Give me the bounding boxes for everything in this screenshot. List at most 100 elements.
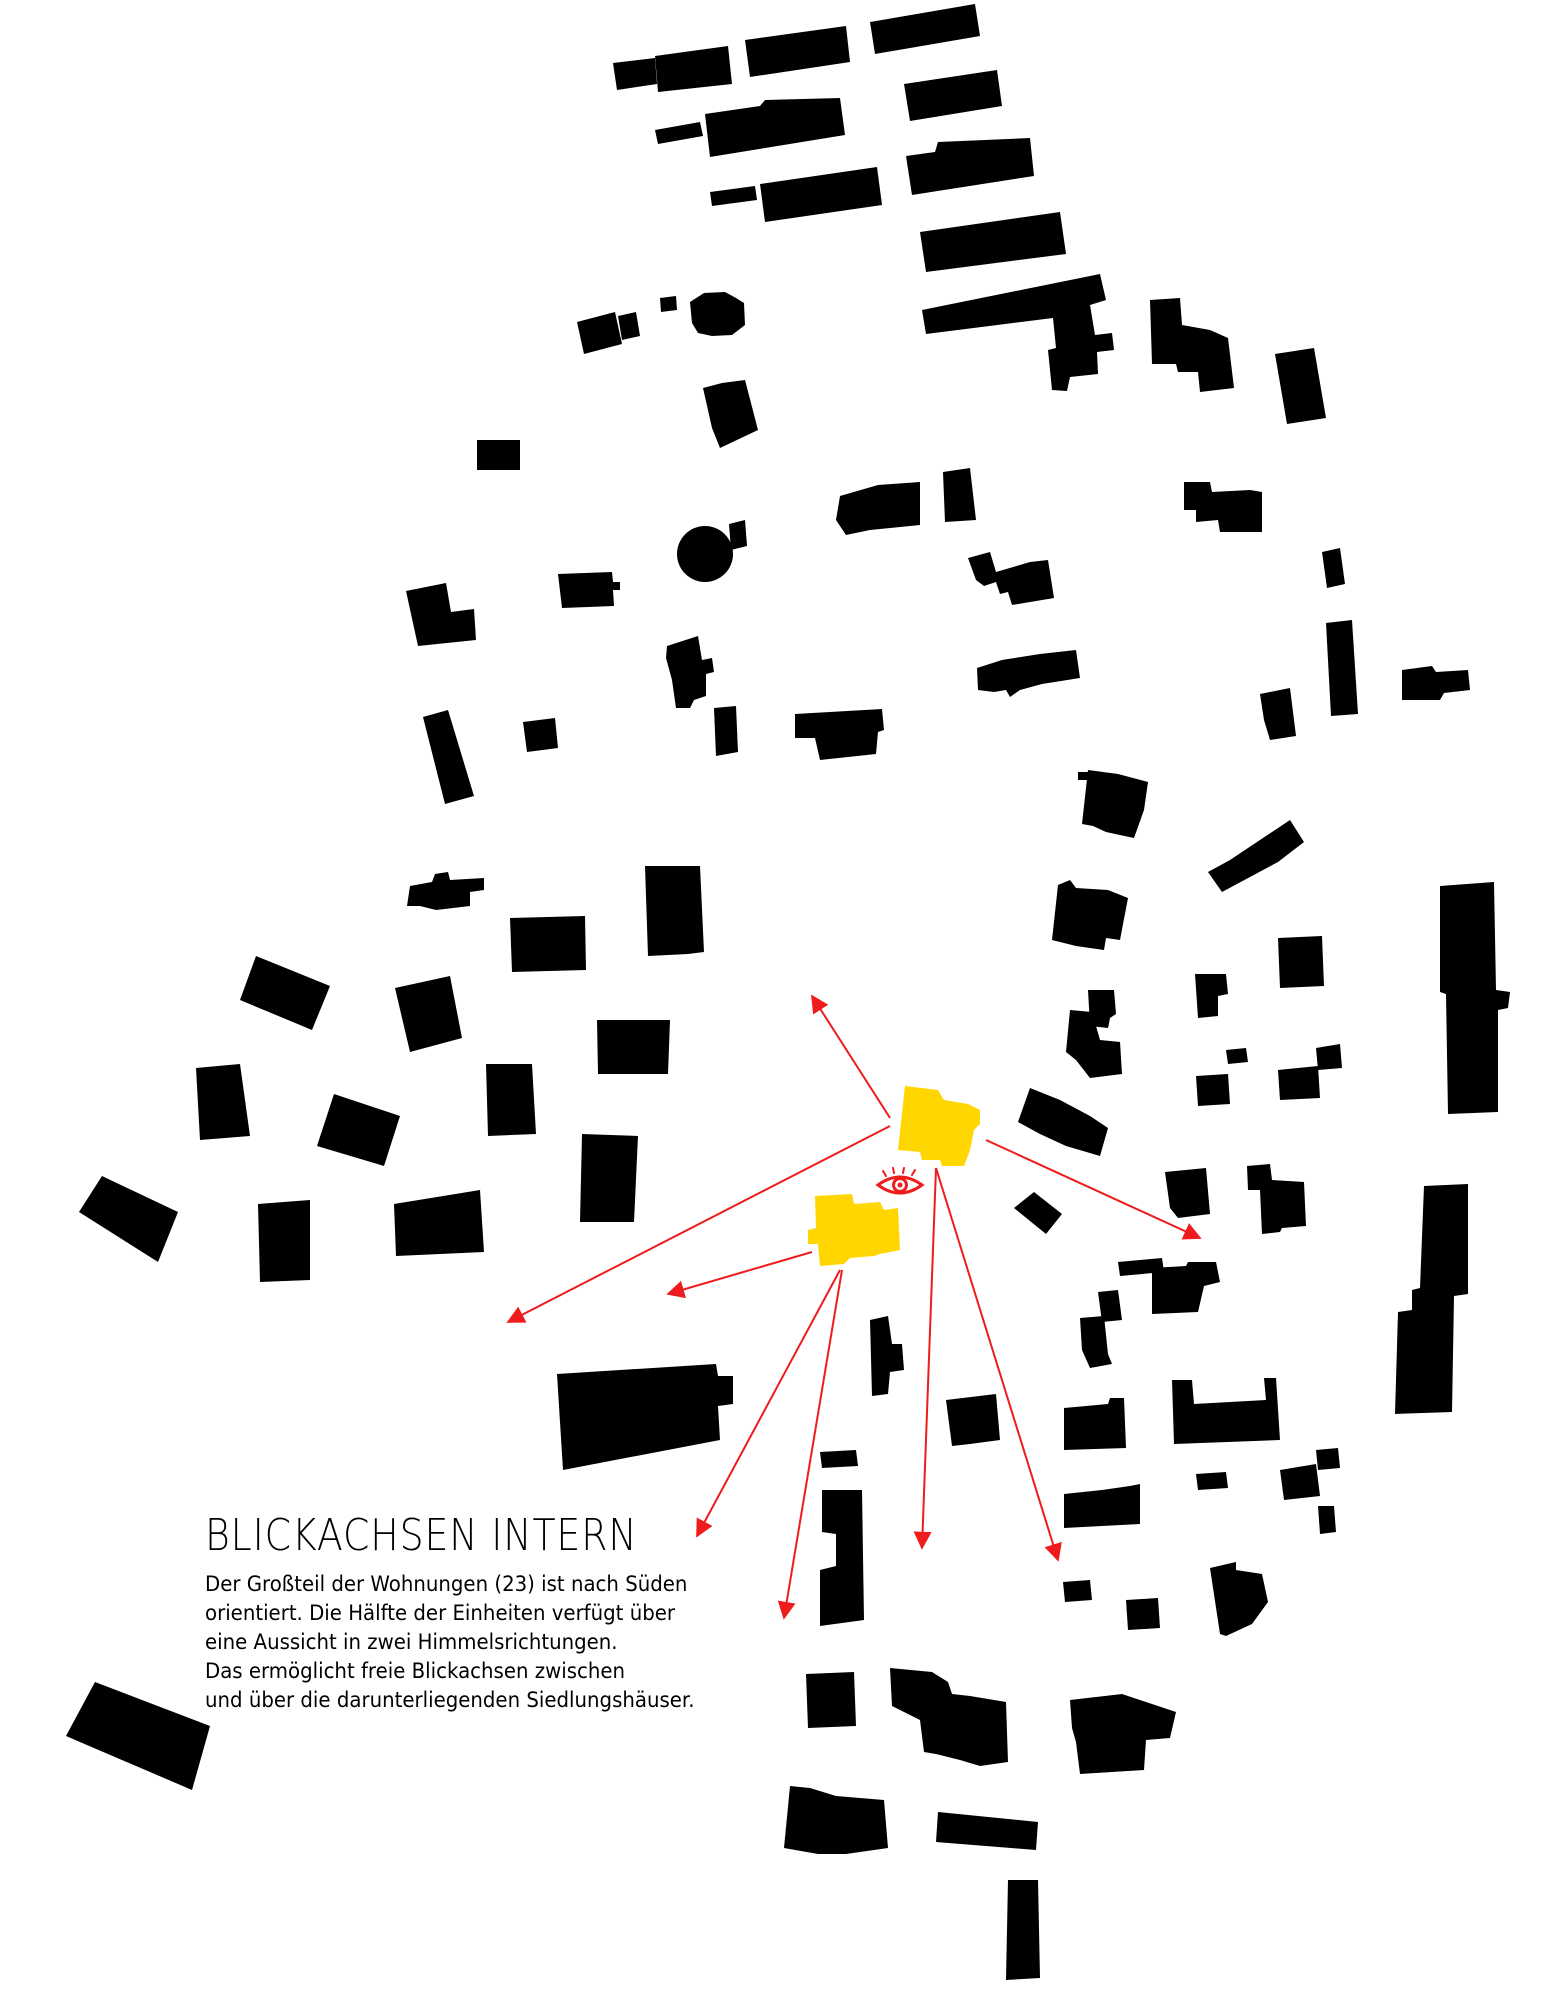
building [836, 482, 920, 535]
view-axis-arrow [666, 1251, 813, 1299]
building [1063, 1580, 1092, 1602]
building [645, 866, 704, 956]
description-line: Das ermöglicht freie Blickachsen zwische… [205, 1659, 626, 1684]
building [1316, 1044, 1342, 1070]
new-building-north [898, 1086, 980, 1166]
building [477, 440, 520, 470]
building [558, 572, 620, 608]
building [922, 274, 1114, 391]
view-axis-arrow [935, 1167, 1062, 1562]
building [870, 4, 980, 54]
building [968, 552, 1054, 605]
building [406, 583, 476, 646]
building [690, 292, 745, 336]
building [1278, 936, 1324, 988]
building [258, 1200, 310, 1282]
building [1082, 770, 1148, 838]
legend-text-block: BLICKACHSEN INTERN Der Großteil der Wohn… [205, 1510, 745, 1715]
building [1402, 666, 1470, 700]
building [745, 26, 850, 77]
building [890, 1668, 1008, 1766]
building [1098, 1290, 1122, 1322]
building [240, 956, 330, 1030]
building [1280, 1464, 1320, 1500]
building [557, 1364, 733, 1470]
view-axis-arrow [985, 1139, 1202, 1240]
description-line: orientiert. Die Hälfte der Einheiten ver… [205, 1601, 675, 1626]
building [1150, 298, 1234, 392]
eye-icon [875, 1167, 925, 1195]
building [705, 98, 845, 157]
building [486, 1064, 536, 1136]
view-axis-arrow [811, 994, 891, 1119]
building [1064, 1398, 1126, 1450]
view-axis-arrow [777, 1269, 843, 1620]
building [666, 636, 714, 708]
building [820, 1490, 864, 1626]
buildings-east [1014, 772, 1510, 1636]
building [618, 312, 640, 340]
building [1165, 1168, 1210, 1218]
buildings-upper-middle [406, 292, 1470, 892]
view-axis-arrow [913, 1167, 937, 1550]
building [317, 1094, 400, 1166]
description-line: eine Aussicht in zwei Himmelsrichtungen. [205, 1630, 618, 1655]
building [1322, 548, 1345, 588]
building [1210, 1562, 1268, 1636]
building [977, 650, 1080, 697]
new-building-south [808, 1194, 900, 1266]
building [1080, 1316, 1112, 1368]
building [1318, 1506, 1336, 1534]
building-round [677, 526, 733, 582]
building [523, 718, 558, 752]
building [760, 167, 882, 222]
diagram-title: BLICKACHSEN INTERN [205, 1510, 638, 1561]
building [394, 1190, 484, 1256]
building [1316, 1448, 1340, 1470]
building [1126, 1598, 1160, 1630]
building [714, 706, 738, 756]
building [66, 1682, 210, 1790]
building [806, 1672, 856, 1728]
building [946, 1394, 1000, 1446]
building [1208, 820, 1304, 892]
building [906, 138, 1034, 195]
building [580, 1134, 638, 1222]
building [1066, 1010, 1122, 1078]
description-line: und über die darunterliegenden Siedlungs… [205, 1688, 695, 1713]
building [820, 1450, 858, 1468]
building [1184, 482, 1262, 532]
building [795, 709, 884, 760]
building [1070, 1694, 1176, 1774]
building [1078, 772, 1090, 780]
view-axis-arrow [506, 1125, 891, 1323]
building [577, 312, 622, 354]
description-line: Der Großteil der Wohnungen (23) ist nach… [205, 1572, 688, 1597]
building [784, 1786, 888, 1854]
view-axis-arrow [696, 1269, 841, 1538]
building [510, 916, 586, 972]
buildings-west [66, 866, 733, 1790]
building [920, 212, 1066, 272]
view-axes [506, 994, 1202, 1620]
building [710, 186, 757, 206]
building [703, 380, 758, 448]
building [1152, 1262, 1220, 1314]
building [1226, 1048, 1248, 1064]
building [79, 1176, 178, 1262]
building [1064, 1484, 1140, 1528]
buildings-south [784, 1316, 1176, 1980]
building [1326, 620, 1358, 716]
building [196, 1064, 250, 1140]
building [1018, 1088, 1108, 1156]
building [943, 468, 976, 522]
building [1196, 1472, 1228, 1490]
building [407, 872, 484, 910]
building [1052, 880, 1128, 950]
building [1278, 1066, 1320, 1100]
building [904, 70, 1002, 121]
building [1247, 1164, 1306, 1234]
building [613, 58, 657, 90]
building [936, 1812, 1038, 1850]
